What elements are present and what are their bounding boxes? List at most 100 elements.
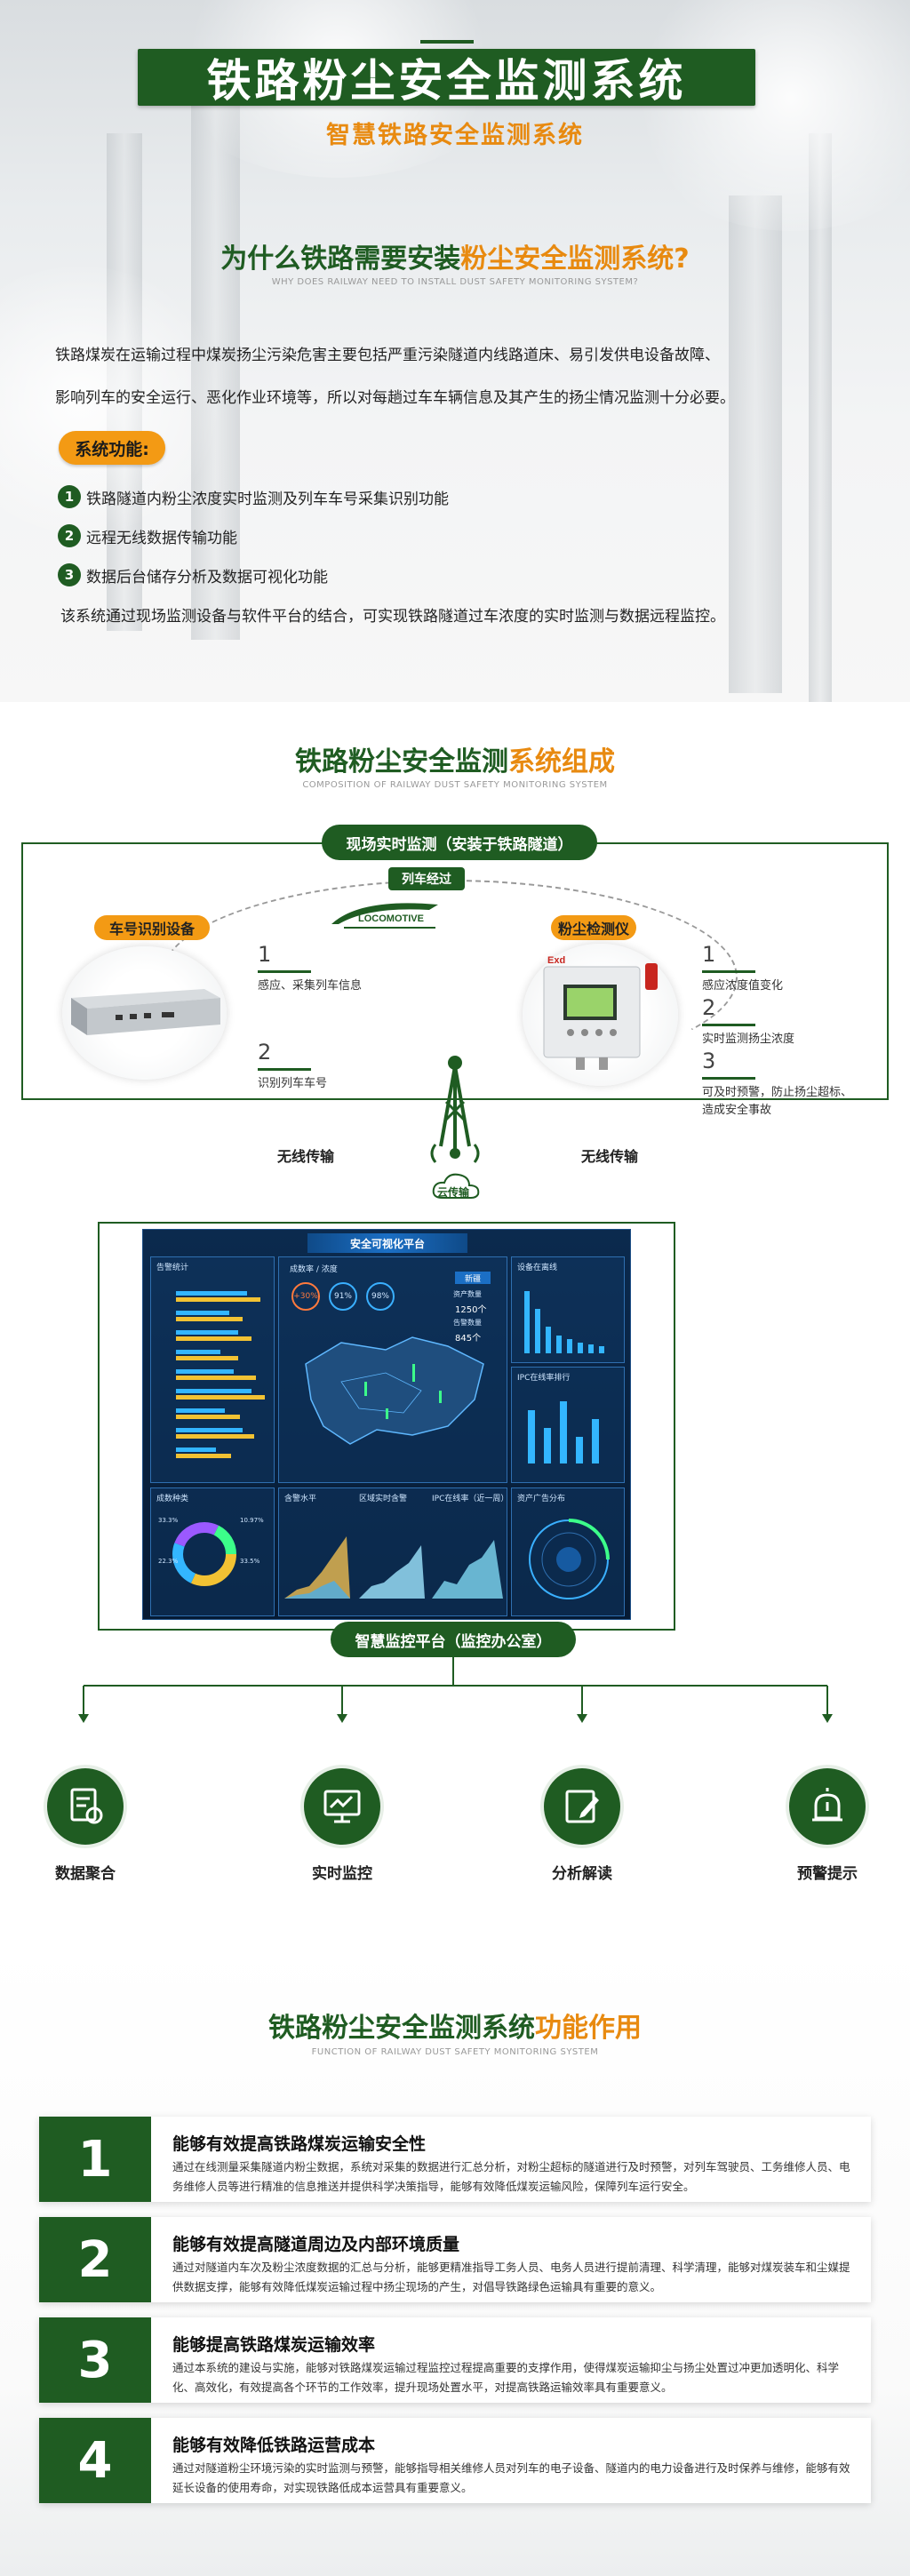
function-heading-main: 铁路粉尘安全监测系统 xyxy=(268,2013,535,2044)
alarm-bars xyxy=(176,1291,265,1458)
right-step-text: 实时监测扬尘浓度 xyxy=(702,1033,795,1046)
count-value-2: 845个 xyxy=(455,1334,482,1344)
detector-icon: Exd xyxy=(543,955,658,1070)
left-step-number: 1 xyxy=(258,942,272,967)
composition-heading-main: 铁路粉尘安全监测 xyxy=(295,746,508,778)
right-step-number: 2 xyxy=(702,995,716,1020)
card-title: 能够有效提高铁路煤炭运输安全性 xyxy=(172,2134,427,2154)
server-icon xyxy=(71,989,220,1035)
card-number: 4 xyxy=(39,2418,151,2503)
map-panel: 成数率 / 浓度 +30% 91% 98% 新疆 资产数量 1250个 告警数量… xyxy=(278,1256,507,1483)
card-description: 通过本系统的建设与实施，能够对铁路煤炭运输过程监控过程提高重要的支撑作用，使得煤… xyxy=(172,2361,840,2394)
function-number: 3 xyxy=(58,563,81,586)
function-card: 1 能够有效提高铁路煤炭运输安全性 通过在线测量采集隧道内粉尘数据，系统对采集的… xyxy=(39,2117,871,2202)
function-text: 数据后台储存分析及数据可视化功能 xyxy=(86,568,328,586)
step-bar xyxy=(258,970,311,973)
right-device-label: 粉尘检测仪 xyxy=(551,915,636,940)
count-label-2: 告警数量 xyxy=(453,1319,482,1327)
function-card: 2 能够有效提高隧道周边及内部环境质量 通过对隧道内车次及粉尘浓度数据的汇总与分… xyxy=(39,2217,871,2302)
card-number: 1 xyxy=(39,2117,151,2202)
output-alarm: 预警提示 xyxy=(774,1768,881,1883)
left-step-text: 感应、采集列车信息 xyxy=(258,979,363,993)
alarm-panel-title: 告警统计 xyxy=(156,1264,189,1272)
why-heading-main: 为什么铁路需要安装 xyxy=(220,243,461,275)
pie-label-4: 33.5% xyxy=(240,1558,260,1565)
function-english: FUNCTION OF RAILWAY DUST SAFETY MONITORI… xyxy=(311,2047,599,2057)
output-realtime-monitor: 实时监控 xyxy=(289,1768,395,1883)
output-label: 实时监控 xyxy=(312,1865,372,1883)
cloud-label: 云传输 xyxy=(437,1186,470,1199)
edit-icon xyxy=(544,1768,620,1845)
step-bar xyxy=(702,970,755,973)
locomotive-logo: LOCOMOTIVE xyxy=(331,903,438,929)
dust-detector-image: Exd xyxy=(523,944,678,1086)
card-description: 通过对隧道粉尘环境污染的实时监测与预警，能够指导相关维修人员对列车的电子设备、隧… xyxy=(172,2461,850,2494)
alarm-icon xyxy=(789,1768,866,1845)
page-subtitle: 智慧铁路安全监测系统 xyxy=(326,122,584,149)
plate-recognizer-image xyxy=(62,946,227,1080)
stat-gauge-3: 98% xyxy=(366,1282,395,1311)
output-label: 数据聚合 xyxy=(55,1865,116,1883)
count-value-1: 1250个 xyxy=(455,1305,487,1315)
right-step-number: 3 xyxy=(702,1049,716,1073)
card-number: 2 xyxy=(39,2217,151,2302)
device-panel-title: 设备在离线 xyxy=(517,1264,558,1272)
region-map xyxy=(305,1336,484,1445)
water-panel-title: 含警水平 xyxy=(284,1495,317,1503)
main-title-banner: 铁路粉尘安全监测系统 xyxy=(138,40,755,107)
why-paragraph-line1: 铁路煤炭在运输过程中煤炭扬尘污染危害主要包括严重污染隧道内线路道床、易引发供电设… xyxy=(55,347,720,364)
composition-section: 铁路粉尘安全监测系统组成 COMPOSITION OF RAILWAY DUST… xyxy=(0,702,910,1942)
pie-label-2: 10.97% xyxy=(240,1517,264,1524)
page-title: 铁路粉尘安全监测系统 xyxy=(206,55,687,107)
area-panel-title: 区域实时含警 xyxy=(359,1495,408,1503)
cloud-icon xyxy=(432,1173,480,1199)
function-text: 远程无线数据传输功能 xyxy=(86,529,237,547)
card-description: 通过对隧道内车次及粉尘浓度数据的汇总与分析，能够更精准指导工务人员、电务人员进行… xyxy=(172,2261,850,2293)
function-number: 1 xyxy=(58,485,81,508)
ipc-panel-title: IPC在线率排行 xyxy=(517,1374,571,1383)
ipc-rate-title: IPC在线率（近一周） xyxy=(432,1495,509,1503)
right-step-number: 1 xyxy=(702,942,716,967)
output-label: 分析解读 xyxy=(552,1865,612,1883)
left-step-number: 2 xyxy=(258,1040,272,1065)
function-item: 1 铁路隧道内粉尘浓度实时监测及列车车号采集识别功能 xyxy=(58,485,449,508)
onsite-label: 现场实时监测（安装于铁路隧道） xyxy=(322,825,597,860)
function-section: 铁路粉尘安全监测系统功能作用 FUNCTION OF RAILWAY DUST … xyxy=(0,1942,910,2576)
stats-title: 成数率 / 浓度 xyxy=(290,1265,338,1274)
function-heading-highlight: 功能作用 xyxy=(535,2013,642,2044)
stat-gauge-2: 91% xyxy=(329,1282,357,1311)
wireless-left-label: 无线传输 xyxy=(277,1148,335,1165)
count-label-1: 资产数量 xyxy=(453,1290,482,1298)
asset-radar xyxy=(529,1519,610,1599)
device-panel: 设备在离线 xyxy=(511,1256,625,1363)
card-title: 能够有效降低铁路运营成本 xyxy=(172,2436,376,2455)
function-heading: 铁路粉尘安全监测系统功能作用 xyxy=(0,2006,910,2045)
why-paragraph-line2: 影响列车的安全运行、恶化作业环境等，所以对每趟过车车辆信息及其产生的扬尘情况监测… xyxy=(55,389,735,407)
wireless-right-label: 无线传输 xyxy=(581,1148,639,1165)
exd-label: Exd xyxy=(547,955,565,966)
region-badge: 新疆 xyxy=(455,1272,491,1284)
stat-gauge-1: +30% xyxy=(291,1282,320,1311)
composition-english: COMPOSITION OF RAILWAY DUST SAFETY MONIT… xyxy=(302,780,608,790)
step-bar xyxy=(702,1077,755,1080)
monitor-icon xyxy=(304,1768,380,1845)
pie-label-3: 22.3% xyxy=(158,1558,179,1565)
function-number: 2 xyxy=(58,524,81,547)
step-bar xyxy=(702,1024,755,1026)
asset-panel-title: 资产广告分布 xyxy=(517,1495,566,1503)
type-panel: 成数种类 33.3% 10.97% 22.3% 33.5% xyxy=(150,1487,275,1616)
train-pass-label: 列车经过 xyxy=(388,867,465,890)
output-connector xyxy=(78,1657,833,1723)
card-number: 3 xyxy=(39,2317,151,2403)
type-panel-title: 成数种类 xyxy=(156,1495,189,1503)
right-step-text: 感应浓度值变化 xyxy=(702,979,784,993)
dashboard-title: 安全可视化平台 xyxy=(307,1233,467,1253)
card-description: 通过在线测量采集隧道内粉尘数据，系统对采集的数据进行汇总分析，对粉尘超标的隧道进… xyxy=(172,2160,850,2193)
output-analysis: 分析解读 xyxy=(529,1768,635,1883)
pie-label-1: 33.3% xyxy=(158,1517,179,1524)
function-item: 3 数据后台储存分析及数据可视化功能 xyxy=(58,563,328,586)
smoke-decoration xyxy=(0,267,231,533)
type-donut: 33.3% 10.97% 22.3% 33.5% xyxy=(158,1517,264,1586)
device-bars xyxy=(524,1291,604,1353)
left-device-label: 车号识别设备 xyxy=(94,915,210,940)
